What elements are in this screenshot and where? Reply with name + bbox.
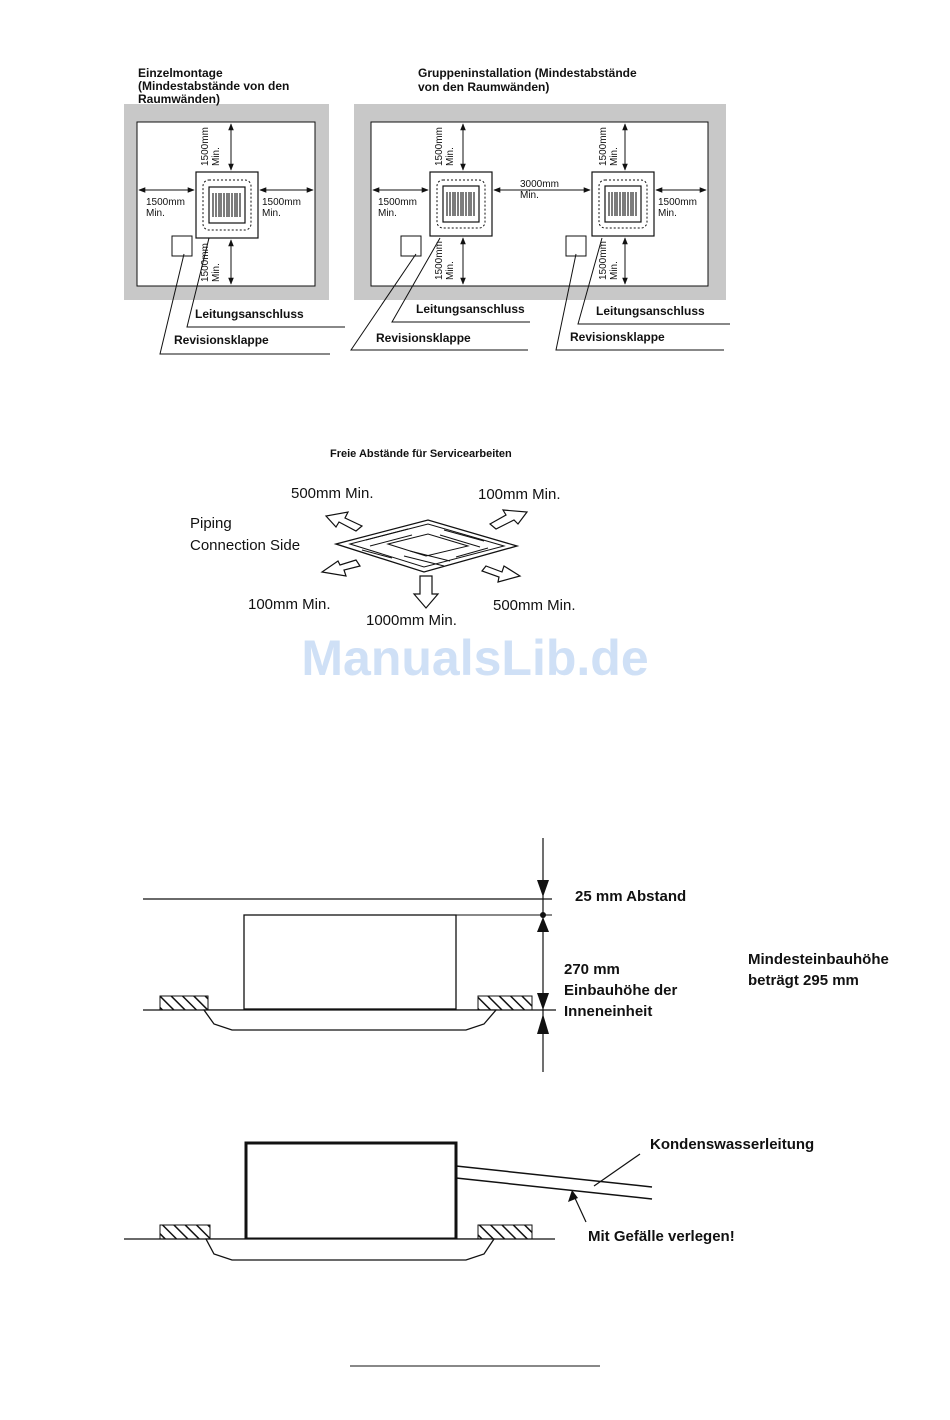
clearance-front: 1000mm Min. (366, 612, 457, 629)
group-callout-hatch-2: Revisionsklappe (570, 330, 665, 344)
revision-hatch-group-2 (565, 235, 587, 257)
group-callout-pipe-1: Leitungsanschluss (416, 302, 525, 316)
single-dim-bottom: 1500mmMin. (200, 243, 222, 282)
drain-label: Kondenswasserleitung (650, 1136, 814, 1153)
group-install-diagram (350, 104, 730, 351)
clearance-back-right: 100mm Min. (478, 486, 561, 503)
group-callout-pipe-2: Leitungsanschluss (596, 304, 705, 318)
watermark: ManualsLib.de (301, 630, 648, 686)
service-clearance-diagram (320, 509, 529, 609)
service-title: Freie Abstände für Servicearbeiten (330, 448, 512, 460)
height-diagram (143, 838, 556, 1072)
single-callout-pipe: Leitungsanschluss (195, 307, 304, 321)
group-dim-top-1: 1500mmMin. (434, 127, 456, 166)
clearance-left: 100mm Min. (248, 596, 331, 613)
single-callout-hatch: Revisionsklappe (174, 333, 269, 347)
single-dim-top: 1500mmMin. (200, 127, 222, 166)
group-callout-hatch-1: Revisionsklappe (376, 331, 471, 345)
group-dim-bottom-2: 1500mmMin. (598, 241, 620, 280)
revision-hatch-single (171, 235, 193, 257)
revision-hatch-group-1 (400, 235, 422, 257)
clearance-back-left: 500mm Min. (291, 485, 374, 502)
group-dim-bottom-1: 1500mmMin. (434, 241, 456, 280)
clearance-right: 500mm Min. (493, 597, 576, 614)
group-dim-top-2: 1500mmMin. (598, 127, 620, 166)
single-install-diagram (124, 104, 345, 355)
gap-label: 25 mm Abstand (575, 888, 686, 905)
drain-diagram (124, 1141, 653, 1261)
slope-label: Mit Gefälle verlegen! (588, 1228, 735, 1245)
